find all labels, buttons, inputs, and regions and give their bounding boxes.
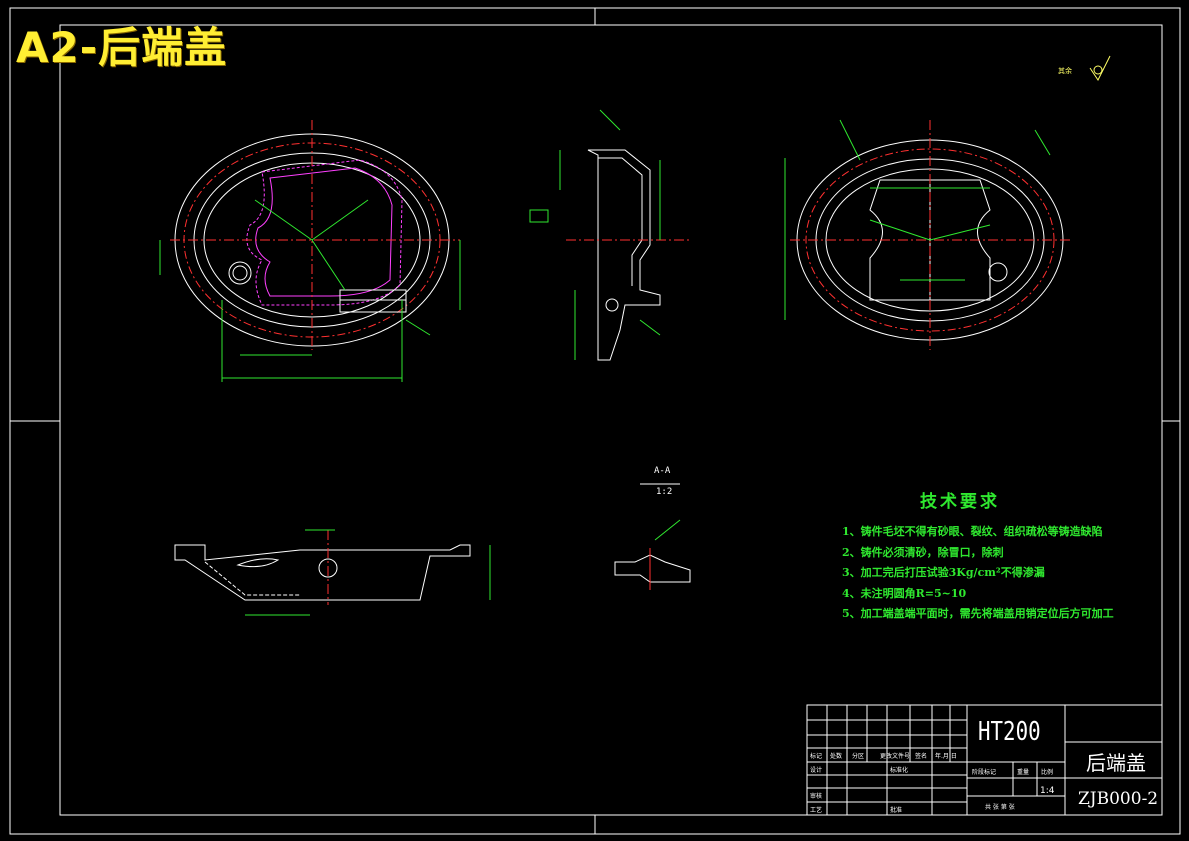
tb-label-stage: 阶段标记	[972, 769, 997, 776]
side-section-view	[529, 109, 690, 361]
tb-label-design: 设计	[810, 767, 823, 774]
tech-requirement-item: 4、未注明圆角R=5~10	[842, 586, 967, 600]
tb-label-weight: 重量	[1017, 769, 1030, 776]
roughness-note: 其余	[1058, 67, 1072, 75]
section-label: A-A	[654, 466, 671, 476]
tech-requirement-item: 2、铸件必须清砂，除冒口，除刺	[842, 545, 1004, 559]
front-view	[159, 120, 461, 382]
tech-requirement-item: 5、加工端盖端平面时，需先将端盖用销定位后方可加工	[842, 607, 1114, 620]
tech-requirements-list: 1、铸件毛坯不得有砂眼、裂纹、组织疏松等铸造缺陷 2、铸件必须清砂，除冒口，除刺…	[842, 522, 1114, 625]
tb-label-mark: 标记	[810, 753, 823, 760]
tb-label-date: 年.月.日	[935, 753, 957, 760]
title-block	[806, 704, 1163, 816]
tb-label-sign: 签名	[915, 753, 928, 760]
drawing-number: ZJB000-2	[1078, 789, 1159, 809]
tb-label-sheet: 共 张 第 张	[985, 804, 1015, 811]
tb-label-standard: 标准化	[890, 767, 909, 774]
tb-label-review: 审核	[810, 793, 823, 800]
roughness-symbol-icon	[1089, 55, 1111, 81]
scale-value: 1:4	[1040, 786, 1055, 796]
rear-view	[784, 119, 1070, 350]
tb-label-process: 工艺	[810, 807, 823, 814]
part-name: 后端盖	[1086, 751, 1146, 775]
tb-label-change-doc: 更改文件号	[880, 753, 911, 760]
section-scale: 1:2	[656, 487, 673, 497]
tech-requirement-item: 1、铸件毛坯不得有砂眼、裂纹、组织疏松等铸造缺陷	[842, 525, 1103, 538]
drawing-title: A2-后端盖	[16, 23, 228, 72]
tb-label-approve: 批准	[890, 807, 903, 814]
tech-requirements-heading: 技术要求	[920, 492, 1000, 512]
sheet-frame	[9, 7, 1181, 835]
tech-requirement-item: 3、加工完后打压试验3Kg/cm²不得渗漏	[842, 566, 1045, 579]
bottom-section-view	[174, 529, 491, 616]
tb-label-zone: 分区	[852, 753, 865, 760]
section-a-a-detail	[614, 483, 691, 590]
tb-label-count: 处数	[830, 753, 843, 760]
tb-label-ratio: 比例	[1041, 769, 1054, 776]
material-label: HT200	[978, 717, 1041, 747]
